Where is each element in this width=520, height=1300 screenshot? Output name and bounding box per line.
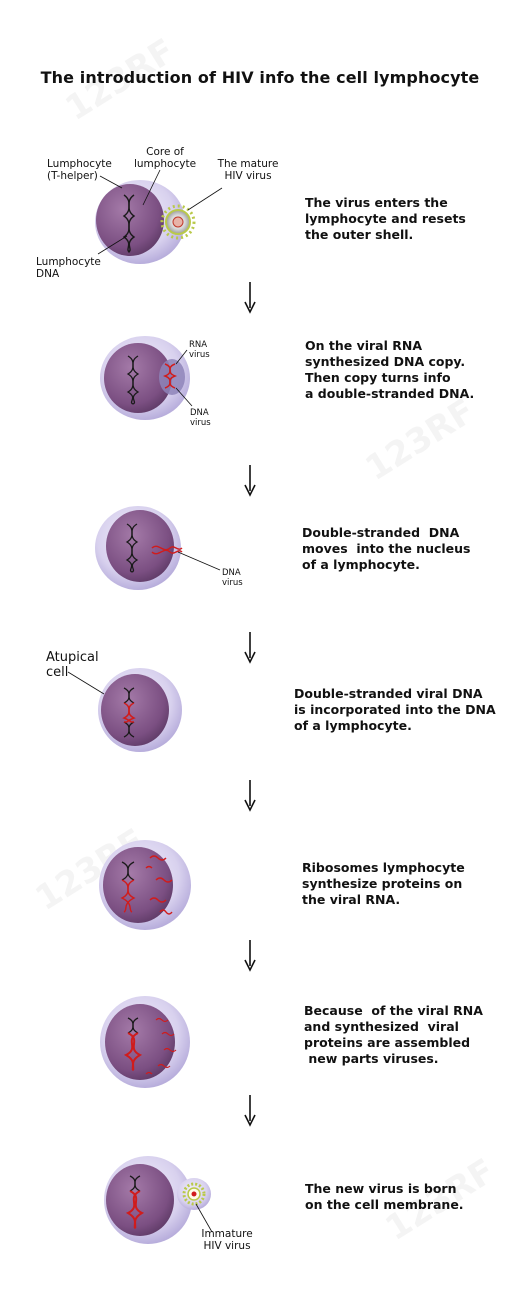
label-lymphocyte: Lumphocyte (T-helper) <box>47 158 112 182</box>
step-6-description: Because of the viral RNA and synthesized… <box>304 1003 483 1066</box>
step-7-description: The new virus is born on the cell membra… <box>305 1181 464 1212</box>
arrow-down <box>244 779 256 811</box>
step-4-description: Double-stranded viral DNA is incorporate… <box>294 686 496 733</box>
arrow-down <box>244 464 256 496</box>
step2-cell <box>100 336 193 420</box>
label-mature-virus: The mature HIV virus <box>217 158 279 182</box>
arrow-down <box>244 939 256 971</box>
arrow-down <box>244 1094 256 1126</box>
label-rna-virus: RNA virus <box>189 340 210 360</box>
mature-hiv-virus <box>160 204 196 240</box>
page-title: The introduction of HIV info the cell ly… <box>40 68 480 87</box>
label-core: Core of lumphocyte <box>133 146 197 170</box>
step-1-description: The virus enters the lymphocyte and rese… <box>305 195 466 242</box>
host-dna-helix <box>122 194 136 253</box>
step5-cell <box>99 840 191 930</box>
step4-cell <box>67 668 182 752</box>
label-atypical-cell: Atupical cell <box>46 650 99 680</box>
step-5-description: Ribosomes lymphocyte synthesize proteins… <box>302 860 465 907</box>
step3-cell <box>95 506 221 590</box>
step6-cell <box>100 996 190 1088</box>
label-dna-virus: DNA virus <box>190 408 211 428</box>
step-3-description: Double-stranded DNA moves into the nucle… <box>302 525 471 572</box>
step7-cell <box>104 1156 213 1244</box>
label-immature-virus: Immature HIV virus <box>201 1228 253 1252</box>
step1-cell <box>95 169 223 264</box>
arrow-down <box>244 631 256 663</box>
label-lymphocyte-dna: Lumphocyte DNA <box>36 256 101 280</box>
arrow-down <box>244 281 256 313</box>
step-2-description: On the viral RNA synthesized DNA copy. T… <box>305 338 475 401</box>
immature-hiv-virus <box>177 1178 211 1210</box>
label-dna-virus: DNA virus <box>222 568 243 588</box>
